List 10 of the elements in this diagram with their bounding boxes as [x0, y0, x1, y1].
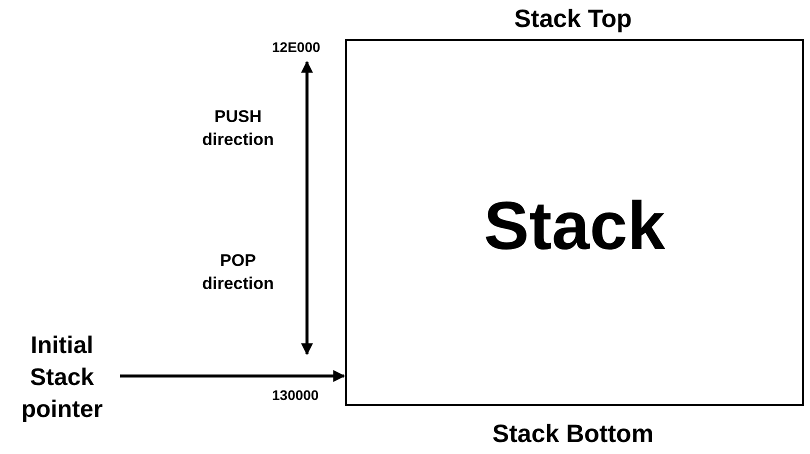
box-caption: Stack Bottom	[491, 420, 655, 449]
address-label: 12E000	[272, 39, 320, 55]
box-caption: Stack Top	[513, 5, 633, 34]
direction-label: POP direction	[201, 250, 275, 295]
pointer-label: Initial Stack pointer	[20, 331, 104, 425]
stack-box	[345, 39, 804, 406]
address-label: 130000	[272, 387, 319, 403]
arrow	[120, 370, 346, 382]
stack-label: Stack	[482, 187, 666, 265]
direction-label: PUSH direction	[201, 106, 275, 151]
